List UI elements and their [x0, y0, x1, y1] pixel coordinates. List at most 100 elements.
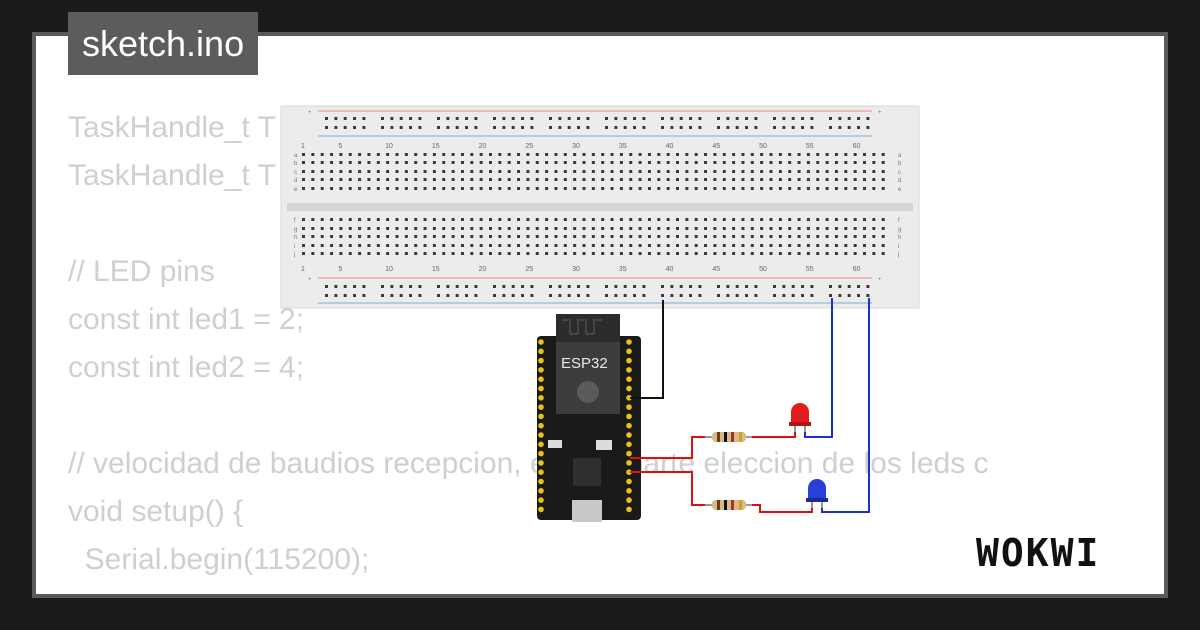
esp32-pin[interactable]	[626, 432, 632, 438]
wire-resistor2-led2[interactable]	[748, 504, 813, 513]
esp32-pin[interactable]	[538, 376, 544, 383]
rail-hole	[362, 294, 366, 297]
esp32-pin[interactable]	[626, 488, 632, 494]
rail-hole	[558, 126, 562, 129]
breadboard-hole	[872, 244, 876, 247]
wire-gnd[interactable]	[630, 300, 664, 399]
breadboard-hole	[507, 178, 511, 181]
esp32-pin[interactable]	[538, 497, 544, 503]
breadboard-hole	[685, 218, 689, 221]
esp32-pin[interactable]	[538, 478, 544, 485]
esp32-pin[interactable]	[626, 469, 632, 476]
rail-hole	[353, 294, 357, 297]
led-blue[interactable]	[806, 479, 828, 508]
wire-led1-signal[interactable]	[630, 436, 712, 459]
esp32-pin[interactable]	[626, 441, 632, 448]
esp32-pin[interactable]	[538, 395, 544, 401]
esp32-pin[interactable]	[626, 395, 632, 401]
rail-hole	[586, 117, 590, 120]
breadboard-hole	[610, 227, 614, 230]
esp32-pin[interactable]	[626, 357, 632, 364]
usb-chip	[573, 458, 601, 486]
boot-button[interactable]	[596, 440, 612, 450]
breadboard-hole	[647, 244, 651, 247]
breadboard-hole	[881, 252, 885, 255]
breadboard-hole	[517, 227, 521, 230]
breadboard-hole	[348, 178, 352, 181]
esp32-board[interactable]: ESP32	[537, 314, 641, 522]
breadboard-hole	[666, 252, 670, 255]
esp32-pin[interactable]	[626, 413, 632, 420]
breadboard-hole	[676, 187, 679, 190]
esp32-pin[interactable]	[538, 460, 544, 466]
led-red[interactable]	[789, 403, 811, 432]
breadboard-hole	[451, 170, 455, 173]
esp32-pin[interactable]	[538, 385, 544, 392]
en-button[interactable]	[548, 440, 562, 448]
breadboard-hole	[404, 227, 408, 230]
esp32-pin[interactable]	[626, 367, 632, 373]
wire-led2-return[interactable]	[821, 298, 870, 513]
breadboard-hole	[554, 153, 558, 156]
rail-hole	[866, 117, 870, 120]
breadboard-hole	[806, 235, 810, 238]
breadboard-hole	[470, 161, 474, 164]
esp32-pin[interactable]	[538, 469, 544, 476]
rail-hole	[549, 285, 552, 288]
wire-led1-return[interactable]	[804, 298, 833, 438]
esp32-pin[interactable]	[538, 422, 544, 429]
esp32-pin[interactable]	[626, 450, 632, 457]
esp32-pin[interactable]	[538, 488, 544, 494]
esp32-pin[interactable]	[626, 460, 632, 466]
resistor-2[interactable]	[705, 500, 752, 510]
esp32-pin[interactable]	[626, 376, 632, 383]
esp32-pin[interactable]	[626, 497, 632, 503]
esp32-pin[interactable]	[538, 367, 544, 373]
esp32-pin[interactable]	[626, 404, 632, 410]
breadboard-hole	[769, 244, 773, 247]
breadboard-hole	[601, 218, 605, 221]
row-letter-right: f	[898, 218, 900, 224]
esp32-pin[interactable]	[538, 441, 544, 448]
file-title-tab[interactable]: sketch.ino	[68, 12, 259, 75]
rail-hole	[577, 285, 581, 288]
breadboard-hole	[545, 153, 549, 156]
breadboard-hole	[470, 252, 474, 255]
esp32-pin[interactable]	[538, 506, 544, 513]
breadboard-hole	[563, 244, 567, 247]
rail-hole	[511, 285, 515, 288]
breadboard-hole	[844, 227, 848, 230]
esp32-pin[interactable]	[538, 357, 544, 364]
esp32-pin[interactable]	[538, 450, 544, 457]
breadboard-hole	[657, 218, 661, 221]
breadboard-hole	[657, 227, 661, 230]
breadboard-hole	[395, 153, 399, 156]
esp32-pin[interactable]	[538, 432, 544, 438]
esp32-pin[interactable]	[538, 348, 544, 355]
esp32-pin[interactable]	[538, 404, 544, 410]
breadboard-hole	[834, 178, 838, 181]
esp32-pin[interactable]	[626, 422, 632, 429]
wire-resistor1-led1[interactable]	[748, 428, 796, 438]
breadboard-hole	[844, 244, 848, 247]
breadboard-hole	[330, 235, 334, 238]
rail-hole	[679, 294, 683, 297]
resistor-1[interactable]	[705, 432, 752, 442]
esp32-pin[interactable]	[626, 385, 632, 392]
breadboard-hole	[750, 244, 754, 247]
breadboard-hole	[423, 218, 427, 221]
wire-led2-signal[interactable]	[630, 471, 712, 506]
breadboard-hole	[825, 161, 829, 164]
esp32-pin[interactable]	[626, 339, 632, 345]
breadboard-hole	[797, 252, 801, 255]
rail-hole	[409, 117, 413, 120]
breadboard-hole	[545, 235, 549, 238]
esp32-pin[interactable]	[626, 506, 632, 513]
esp32-pin[interactable]	[626, 348, 632, 355]
esp32-pin[interactable]	[538, 339, 544, 345]
esp32-pin[interactable]	[538, 413, 544, 420]
esp32-pin[interactable]	[626, 478, 632, 485]
breadboard-hole	[535, 227, 539, 230]
